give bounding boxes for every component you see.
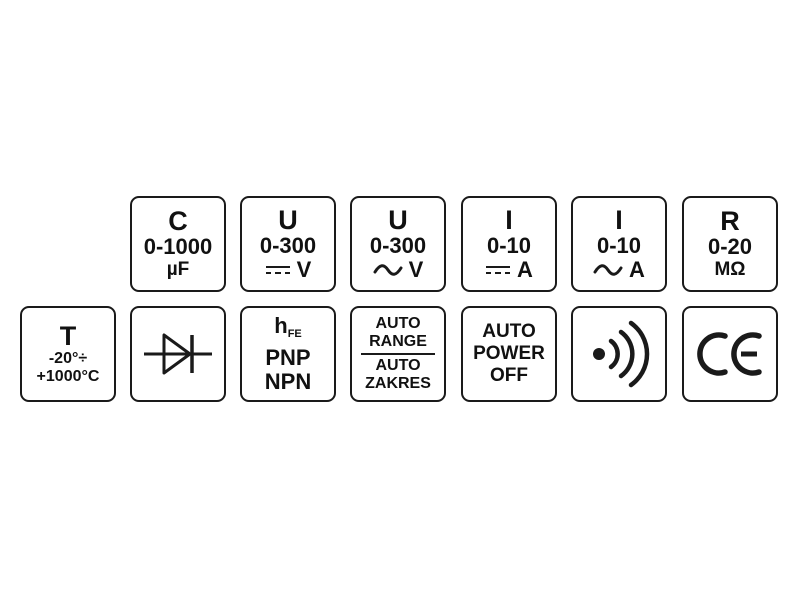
dc-current-tile: I 0-10 A (461, 196, 557, 292)
transistor-npn: NPN (264, 369, 312, 394)
ac-current-tile: I 0-10 A (571, 196, 667, 292)
resistance-tile: R 0-20 MΩ (682, 196, 778, 292)
capacitance-tile: C 0-1000 µF (130, 196, 226, 292)
ac-current-unit-row: A (593, 258, 645, 282)
dc-voltage-unit-row: V (265, 257, 312, 282)
temperature-symbol: T (59, 321, 77, 351)
auto-range-top-2: RANGE (369, 333, 427, 350)
ac-voltage-unit-row: V (373, 257, 424, 282)
ac-icon (373, 264, 403, 276)
dc-voltage-range: 0-300 (259, 233, 317, 258)
ce-mark-tile (682, 306, 778, 402)
dc-voltage-tile: U 0-300 V (240, 196, 336, 292)
dc-current-unit: A (517, 257, 533, 282)
resistance-unit: MΩ (714, 259, 746, 280)
ac-voltage-unit: V (408, 257, 424, 282)
hfe-label: hFE (274, 314, 302, 346)
auto-range-top-1: AUTO (375, 315, 421, 332)
dc-current-symbol: I (505, 205, 513, 235)
transistor-tile: hFE PNP NPN (240, 306, 336, 402)
hfe-h: h (274, 313, 288, 338)
temperature-range-low: -20°÷ (48, 350, 88, 367)
resistance-symbol: R (720, 206, 740, 236)
auto-power-off-tile: AUTO POWER OFF (461, 306, 557, 402)
ac-current-range: 0-10 (596, 233, 642, 258)
transistor-pnp: PNP (265, 345, 311, 370)
dc-voltage-symbol: U (278, 205, 298, 235)
capacitance-symbol: C (168, 206, 188, 236)
auto-range-bottom-2: ZAKRES (365, 375, 431, 392)
ce-mark-icon (697, 332, 762, 376)
temperature-range-high: +1000°C (36, 368, 100, 385)
auto-range-divider (361, 353, 435, 355)
ac-voltage-range: 0-300 (369, 233, 427, 258)
auto-power-off-line-2: POWER (473, 343, 545, 364)
dc-icon (265, 266, 290, 274)
ac-icon (593, 264, 623, 276)
ac-voltage-tile: U 0-300 V (350, 196, 446, 292)
ac-voltage-symbol: U (388, 205, 408, 235)
hfe-subscript: FE (287, 328, 302, 340)
auto-range-bottom-1: AUTO (375, 357, 421, 374)
capacitance-unit: µF (166, 259, 190, 280)
auto-range-tile: AUTO RANGE AUTO ZAKRES (350, 306, 446, 402)
dc-voltage-unit: V (296, 257, 312, 282)
dc-current-range: 0-10 (486, 233, 532, 258)
diode-icon (144, 333, 212, 375)
dc-icon (486, 266, 511, 274)
sound-waves-icon (593, 320, 650, 388)
capacitance-range: 0-1000 (143, 234, 213, 259)
ac-current-unit: A (629, 257, 645, 282)
dc-current-unit-row: A (485, 258, 533, 282)
diode-tile (130, 306, 226, 402)
auto-power-off-line-1: AUTO (482, 321, 536, 342)
continuity-tile (571, 306, 667, 402)
temperature-tile: T -20°÷ +1000°C (20, 306, 116, 402)
auto-power-off-line-3: OFF (490, 365, 528, 386)
resistance-range: 0-20 (707, 234, 753, 259)
ac-current-symbol: I (615, 205, 623, 235)
